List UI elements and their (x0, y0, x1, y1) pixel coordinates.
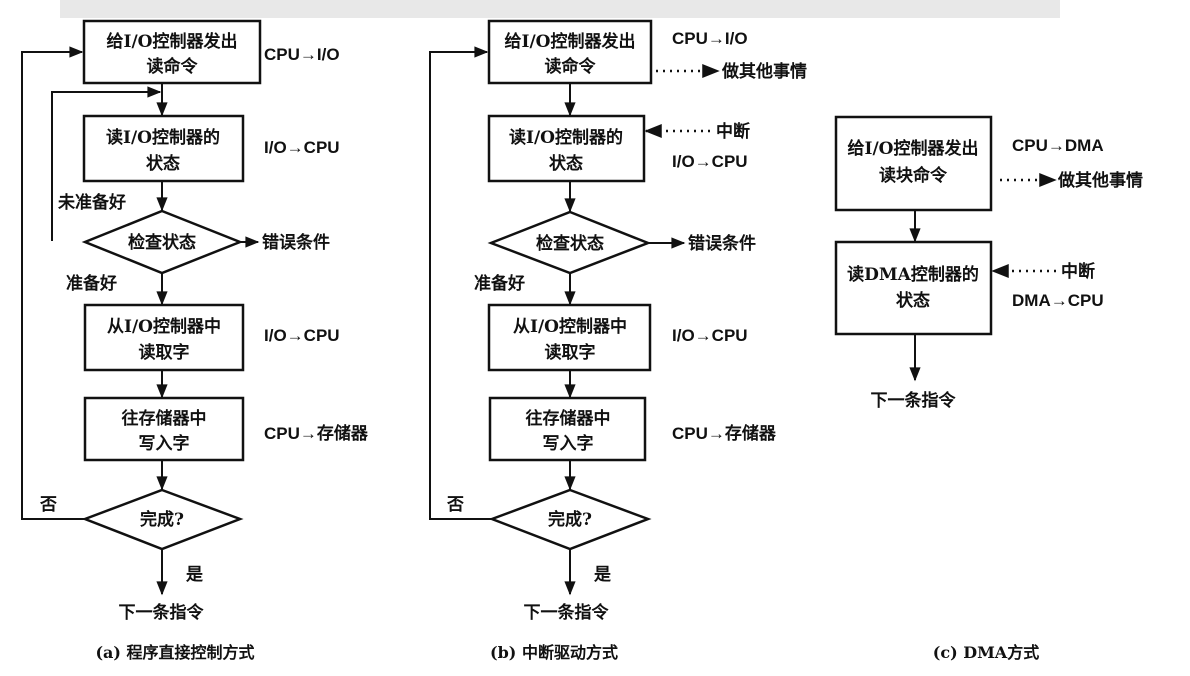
c-box-read-dma-status (834, 240, 993, 336)
a-box3-note: I/O→CPU (264, 326, 340, 345)
b-box-read-word (487, 303, 652, 372)
a-done-label: 完成? (140, 509, 184, 530)
c-next-label: 下一条指令 (871, 390, 957, 411)
b-box1-note: CPU→I/O (672, 29, 748, 48)
a-box3-line2: 读取字 (139, 342, 190, 363)
a-box4-note: CPU→存储器 (264, 423, 369, 443)
b-interrupt-label: 中断 (716, 121, 750, 142)
b-check-label: 检查状态 (536, 233, 604, 254)
flowchart-a-programmed-io: 给I/O控制器发出 读命令 CPU→I/O 读I/O控制器的 状态 I/O→CP… (21, 19, 369, 662)
b-box4-line2: 写入字 (543, 433, 594, 454)
b-ready-label: 准备好 (474, 273, 525, 294)
a-box1-note: CPU→I/O (264, 45, 340, 64)
a-yes-label: 是 (186, 565, 203, 585)
b-box3-note: I/O→CPU (672, 326, 748, 345)
a-box2-line2: 状态 (146, 153, 180, 174)
b-box4-line1: 往存储器中 (526, 408, 611, 429)
c-box1-line2: 读块命令 (879, 165, 948, 186)
b-box3-line2: 读取字 (545, 342, 596, 363)
a-error-label: 错误条件 (262, 232, 330, 253)
a-next-label: 下一条指令 (119, 602, 205, 623)
a-box2-note: I/O→CPU (264, 138, 340, 157)
flowchart-b-interrupt-driven: 给I/O控制器发出 读命令 CPU→I/O 做其他事情 读I/O控制器的 状态 … (429, 19, 807, 662)
b-repeat-loop (429, 46, 492, 520)
b-box1-line2: 读命令 (545, 56, 597, 77)
b-next-label: 下一条指令 (524, 602, 610, 623)
a-box2-line1: 读I/O控制器的 (106, 127, 220, 148)
c-other-label: 做其他事情 (1057, 170, 1143, 191)
c-box1-note: CPU→DMA (1012, 136, 1104, 155)
watermark (60, 0, 1060, 18)
b-box3-line1: 从I/O控制器中 (513, 316, 627, 337)
b-no-label: 否 (446, 495, 464, 515)
c-interrupt-label: 中断 (1061, 261, 1095, 282)
a-box1-line1: 给I/O控制器发出 (107, 31, 238, 52)
a-not-ready-label: 未准备好 (57, 192, 126, 213)
a-box-read-word (83, 303, 245, 372)
a-caption: (a) 程序直接控制方式 (95, 643, 254, 662)
a-box4-line1: 往存储器中 (122, 408, 207, 429)
b-other-label: 做其他事情 (721, 61, 807, 82)
a-box-read-status (82, 114, 245, 183)
b-box-read-status (487, 114, 646, 183)
c-box-issue-block-read (834, 115, 993, 212)
a-no-label: 否 (39, 495, 57, 515)
a-repeat-loop (21, 46, 85, 520)
a-box1-line2: 读命令 (147, 56, 199, 77)
b-error-label: 错误条件 (688, 233, 756, 254)
a-box-issue-read (82, 19, 262, 85)
b-box2-line2: 状态 (549, 153, 583, 174)
b-box2-line1: 读I/O控制器的 (509, 127, 623, 148)
flowchart-c-dma: 给I/O控制器发出 读块命令 CPU→DMA 做其他事情 读DMA控制器的 状态… (834, 115, 1143, 662)
b-done-label: 完成? (548, 509, 592, 530)
a-ready-label: 准备好 (66, 273, 117, 294)
a-box-write-memory (83, 396, 245, 462)
a-box3-line1: 从I/O控制器中 (107, 316, 221, 337)
b-caption: (b) 中断驱动方式 (490, 643, 618, 662)
b-box-issue-read (487, 19, 653, 85)
a-not-ready-loop (51, 86, 162, 241)
c-box2-line2: 状态 (896, 290, 930, 311)
b-box2-note: I/O→CPU (672, 152, 748, 171)
b-yes-label: 是 (594, 565, 611, 585)
a-box4-line2: 写入字 (139, 433, 190, 454)
a-check-label: 检查状态 (128, 232, 196, 253)
c-box2-note: DMA→CPU (1012, 291, 1104, 310)
c-caption: (c) DMA方式 (933, 643, 1039, 662)
b-box1-line1: 给I/O控制器发出 (505, 31, 636, 52)
b-box4-note: CPU→存储器 (672, 423, 777, 443)
c-box2-line1: 读DMA控制器的 (847, 264, 979, 285)
b-box-write-memory (488, 396, 647, 462)
c-box1-line1: 给I/O控制器发出 (848, 138, 979, 159)
